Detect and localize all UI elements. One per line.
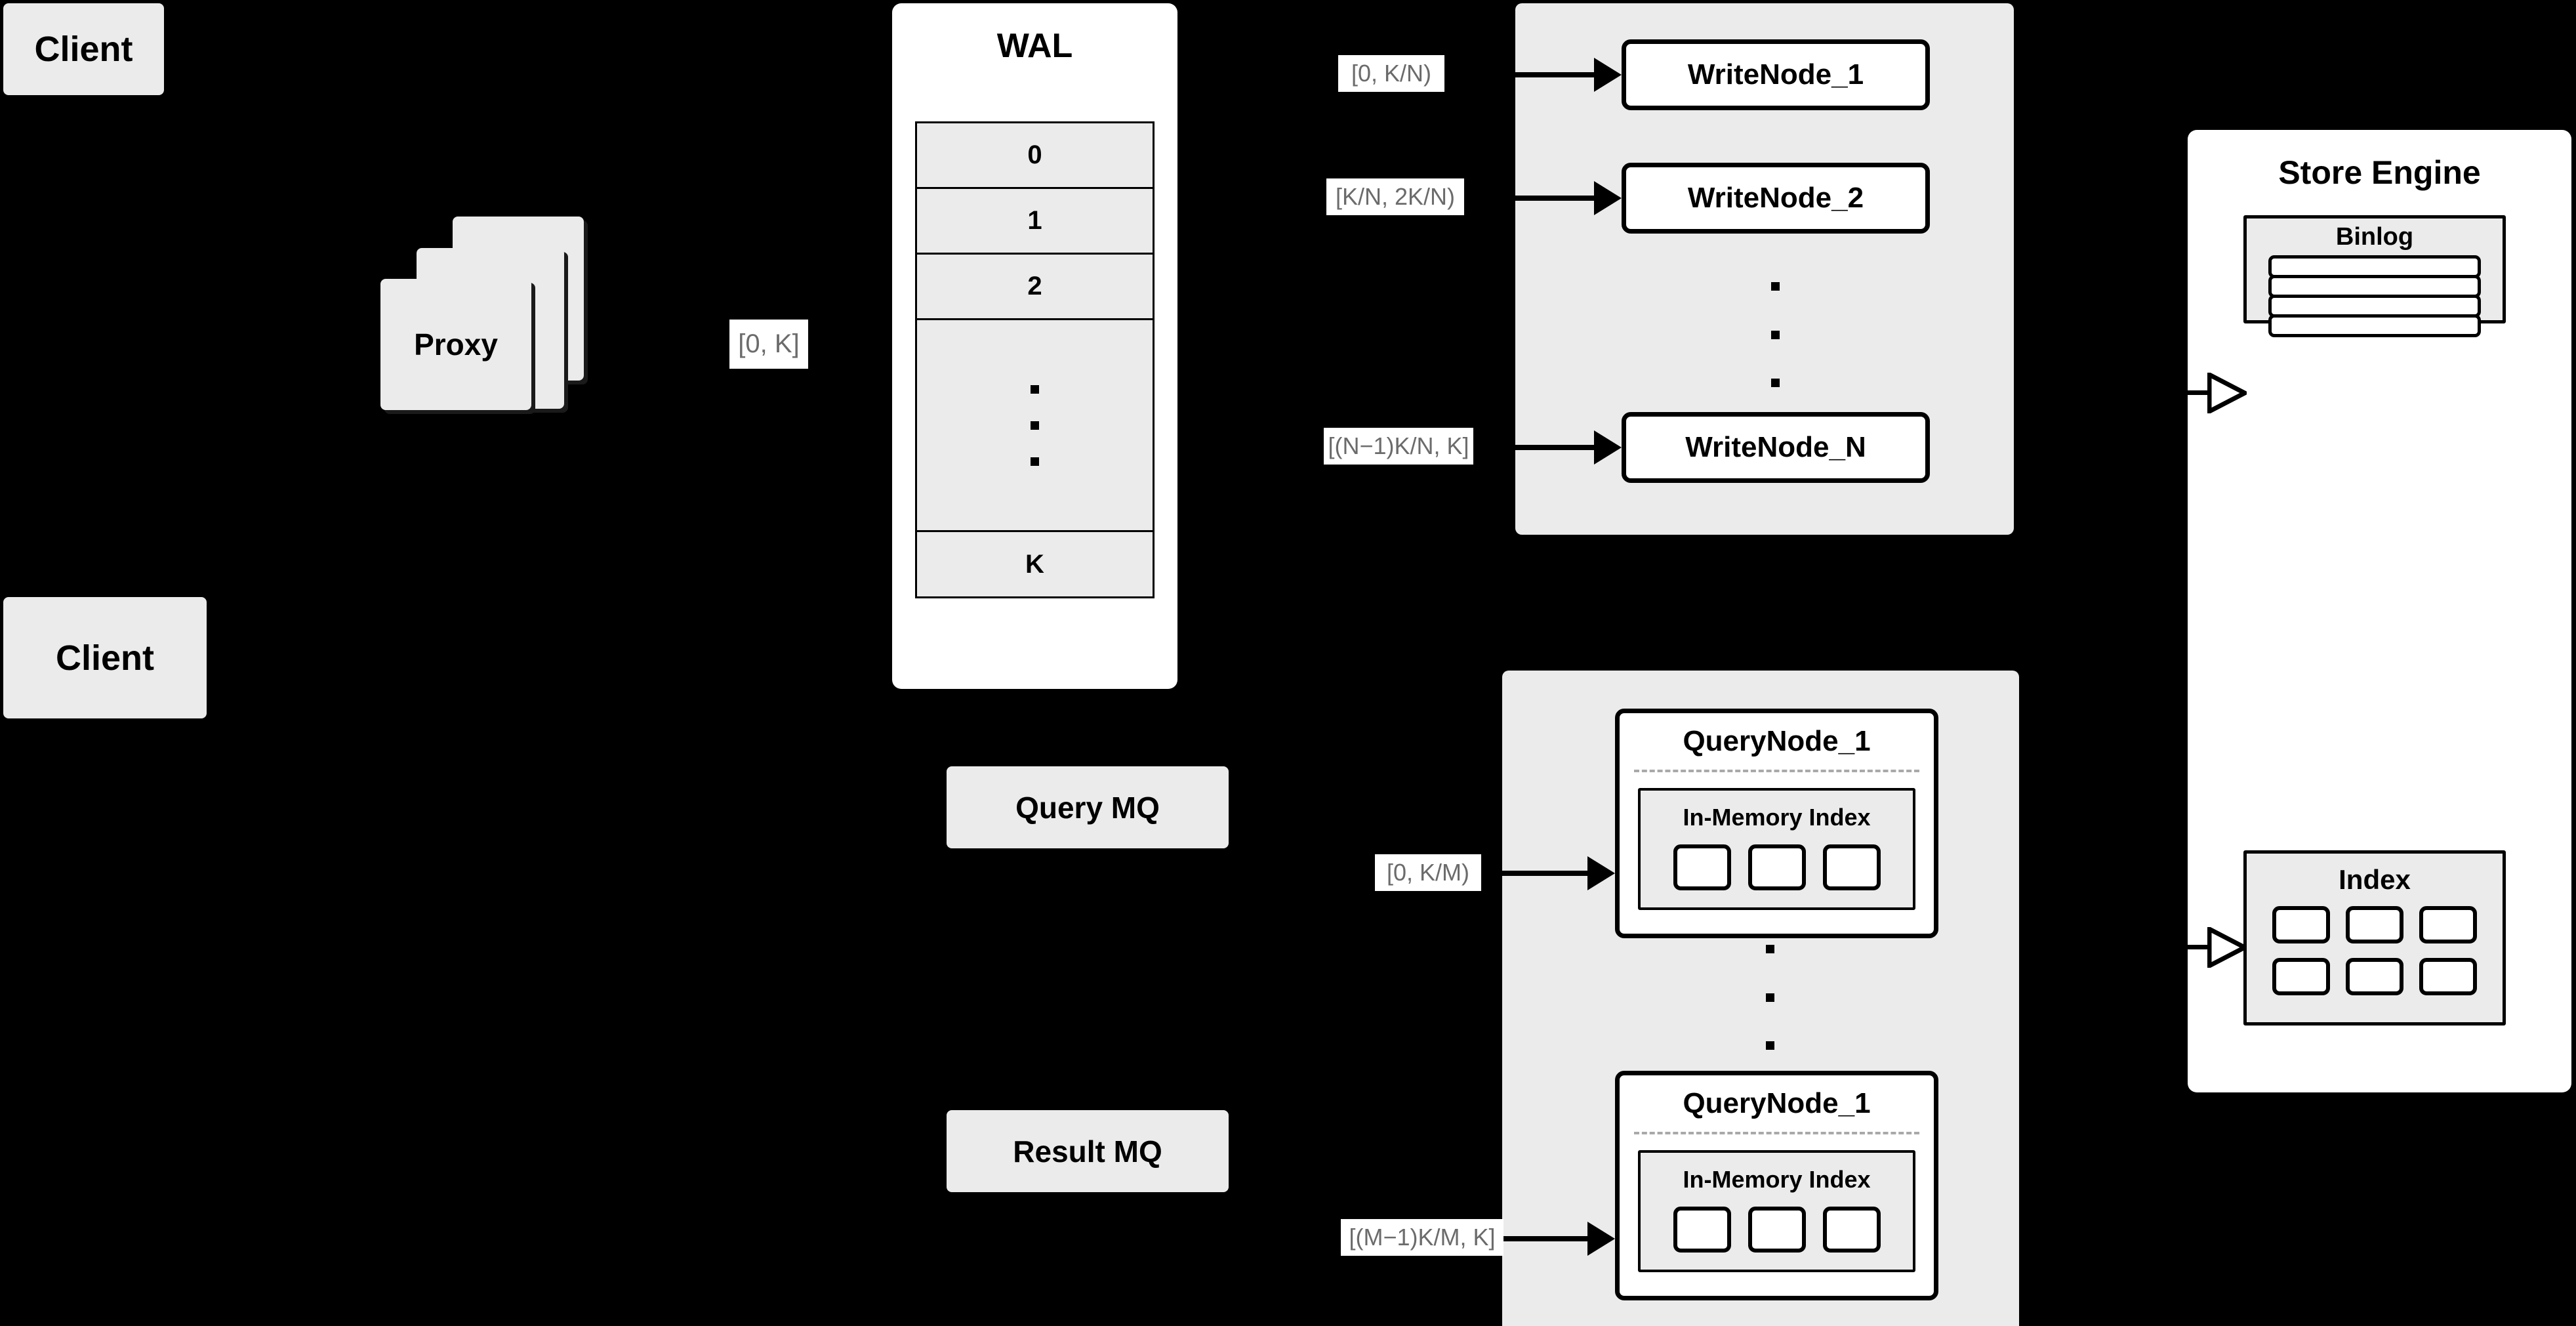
query-node-divider <box>1634 1132 1919 1134</box>
edge-label-text: [(M−1)K/M, K] <box>1349 1224 1496 1251</box>
edge-label-mq-to-query-m: [(M−1)K/M, K] <box>1341 1219 1503 1256</box>
index-cell[interactable] <box>2419 958 2477 995</box>
arrow-head-icon <box>1594 58 1622 92</box>
connector-wal-to-write-2 <box>1509 196 1594 201</box>
connector-wal-to-write-1 <box>1509 72 1594 77</box>
index-cell[interactable] <box>1748 844 1806 890</box>
index-cell[interactable] <box>2272 906 2330 943</box>
arrow-head-icon <box>1594 181 1622 215</box>
in-memory-index-title: In-Memory Index <box>1683 804 1871 831</box>
ellipsis-dot-icon <box>1770 330 1780 339</box>
wal-row[interactable]: 1 <box>915 189 1155 255</box>
connector-to-index <box>2186 945 2224 949</box>
query-node-divider <box>1634 770 1919 772</box>
write-node-1[interactable]: WriteNode_1 <box>1622 39 1930 110</box>
in-memory-index-title: In-Memory Index <box>1683 1166 1871 1193</box>
ellipsis-dot-icon <box>1031 457 1039 466</box>
query-mq-box[interactable]: Query MQ <box>947 766 1229 848</box>
index-cell[interactable] <box>1748 1207 1806 1253</box>
binlog-panel: Binlog <box>2243 215 2506 337</box>
store-index-panel: Index <box>2243 850 2506 1026</box>
in-memory-index-2: In-Memory Index <box>1638 1150 1915 1272</box>
result-mq-box[interactable]: Result MQ <box>947 1110 1229 1192</box>
arrow-head-icon <box>1587 856 1615 890</box>
connector-to-binlog <box>2186 390 2224 395</box>
wal-row[interactable]: K <box>915 532 1155 598</box>
write-cluster-ellipsis <box>1767 282 1783 387</box>
proxy-stack[interactable]: Proxy <box>380 217 656 433</box>
arrow-head-hollow-icon <box>2207 927 2247 968</box>
in-memory-index-1: In-Memory Index <box>1638 788 1915 910</box>
edge-label-text: [0, K] <box>738 329 800 358</box>
connector-mq-to-query-m <box>1502 1236 1587 1241</box>
edge-label-wal-to-write-2: [K/N, 2K/N) <box>1326 178 1464 215</box>
write-node-label: WriteNode_2 <box>1687 182 1864 214</box>
write-node-2[interactable]: WriteNode_2 <box>1622 163 1930 234</box>
edge-label-text: [0, K/M) <box>1386 859 1470 886</box>
edge-label-wal-to-write-n: [(N−1)K/N, K] <box>1324 428 1473 465</box>
wal-panel: WAL 0 1 2 K <box>892 3 1177 689</box>
store-engine-panel: Store Engine Binlog Index <box>2188 130 2571 1092</box>
index-cell[interactable] <box>2346 958 2403 995</box>
wal-row[interactable]: 2 <box>915 255 1155 320</box>
wal-row[interactable]: 0 <box>915 121 1155 189</box>
index-cell[interactable] <box>1822 844 1881 890</box>
edge-label-wal-to-write-1: [0, K/N) <box>1338 55 1444 92</box>
client-label: Client <box>55 638 154 678</box>
proxy-card-front[interactable]: Proxy <box>380 279 531 410</box>
client-label: Client <box>34 30 133 69</box>
query-node-1[interactable]: QueryNode_1 In-Memory Index <box>1615 709 1938 938</box>
wal-title: WAL <box>996 27 1073 65</box>
ellipsis-dot-icon <box>1765 945 1774 953</box>
result-mq-label: Result MQ <box>1013 1134 1162 1169</box>
index-cell[interactable] <box>2419 906 2477 943</box>
client-box-1[interactable]: Client <box>3 3 164 95</box>
edge-label-mq-to-query-1: [0, K/M) <box>1375 854 1481 891</box>
arrow-head-hollow-icon <box>2207 373 2247 413</box>
edge-label-text: [(N−1)K/N, K] <box>1328 432 1469 459</box>
proxy-label: Proxy <box>414 327 498 362</box>
wal-row-list: 0 1 2 K <box>915 121 1155 646</box>
client-box-2[interactable]: Client <box>3 597 207 718</box>
ellipsis-dot-icon <box>1770 379 1780 387</box>
connector-wal-to-write-n <box>1509 445 1594 450</box>
query-node-title: QueryNode_1 <box>1683 725 1871 757</box>
ellipsis-dot-icon <box>1770 282 1780 291</box>
index-cell[interactable] <box>2272 958 2330 995</box>
ellipsis-dot-icon <box>1031 384 1039 394</box>
store-engine-title: Store Engine <box>2278 154 2481 191</box>
ellipsis-dot-icon <box>1765 1041 1774 1050</box>
connector-mq-to-query-1 <box>1502 871 1587 876</box>
index-cell[interactable] <box>1673 1207 1731 1253</box>
index-cell[interactable] <box>2346 906 2403 943</box>
ellipsis-dot-icon <box>1031 421 1039 430</box>
wal-row-ellipsis <box>915 320 1155 532</box>
query-node-title: QueryNode_1 <box>1683 1087 1871 1119</box>
binlog-row[interactable] <box>2268 314 2481 337</box>
arrow-head-icon <box>1594 430 1622 465</box>
write-node-label: WriteNode_N <box>1685 431 1866 463</box>
query-cluster-ellipsis <box>1762 945 1778 1050</box>
ellipsis-dot-icon <box>1765 993 1774 1002</box>
query-mq-label: Query MQ <box>1015 790 1160 825</box>
edge-label-text: [0, K/N) <box>1351 60 1432 87</box>
binlog-title: Binlog <box>2335 222 2414 251</box>
index-cell[interactable] <box>1673 844 1731 890</box>
edge-label-text: [K/N, 2K/N) <box>1335 183 1456 210</box>
edge-label-proxy-to-wal: [0, K] <box>729 320 808 369</box>
arrow-head-icon <box>1587 1222 1615 1256</box>
write-node-label: WriteNode_1 <box>1687 58 1864 91</box>
query-node-m[interactable]: QueryNode_1 In-Memory Index <box>1615 1071 1938 1300</box>
store-index-title: Index <box>2339 864 2411 895</box>
index-cell[interactable] <box>1822 1207 1881 1253</box>
write-node-n[interactable]: WriteNode_N <box>1622 412 1930 483</box>
